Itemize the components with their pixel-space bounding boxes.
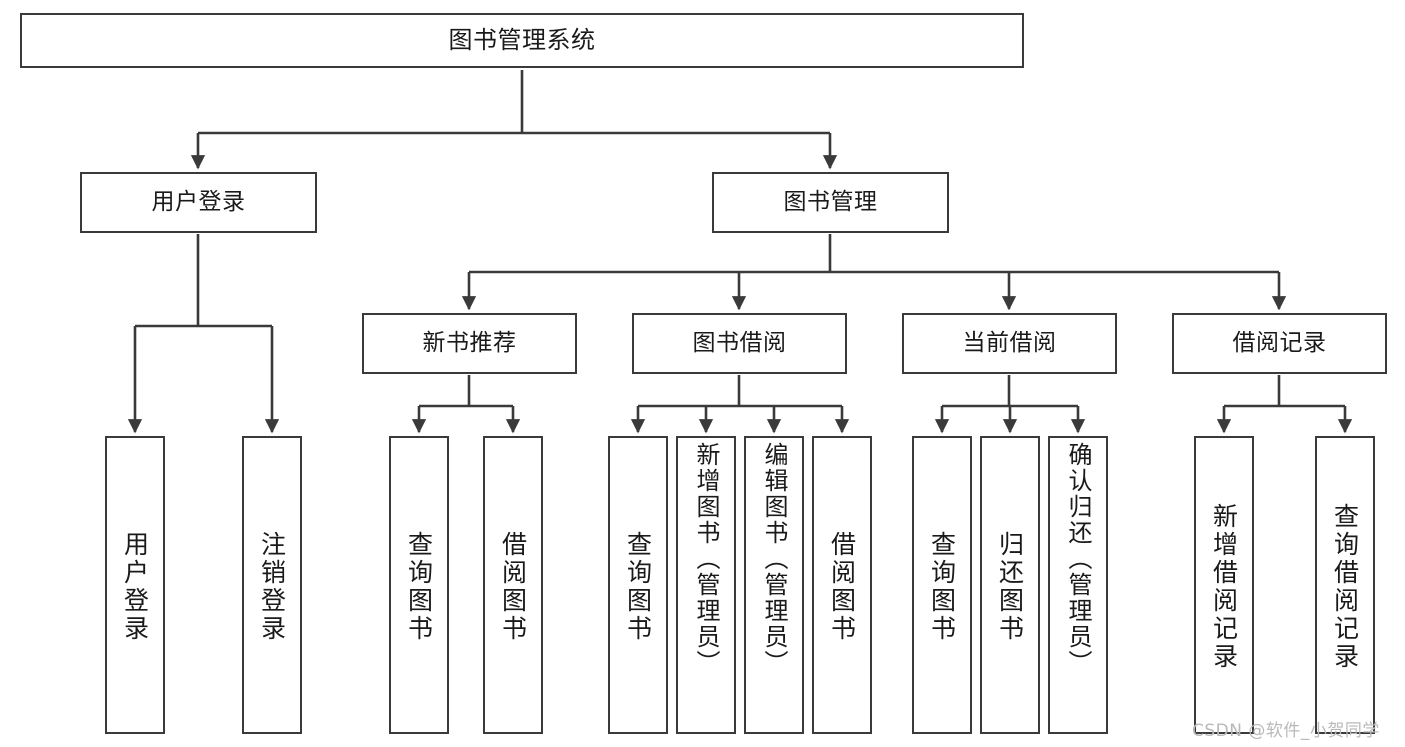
node-leaf-return-book[interactable]: 归还图书	[980, 436, 1040, 734]
node-book-manage[interactable]: 图书管理	[712, 172, 949, 233]
node-leaf-borrow-book-2[interactable]: 借阅图书	[812, 436, 872, 734]
node-borrow-record[interactable]: 借阅记录	[1172, 313, 1387, 374]
node-leaf-return-book-label: 归还图书	[995, 531, 1025, 643]
node-leaf-add-book[interactable]: 新增图书（管理员）	[676, 436, 736, 734]
node-current-borrow[interactable]: 当前借阅	[902, 313, 1117, 374]
node-leaf-logout[interactable]: 注销登录	[242, 436, 302, 734]
node-leaf-borrow-book-2-label: 借阅图书	[827, 531, 857, 643]
node-current-borrow-label: 当前借阅	[962, 330, 1057, 357]
node-leaf-add-record-label: 新增借阅记录	[1209, 503, 1239, 671]
node-leaf-user-login[interactable]: 用户登录	[105, 436, 165, 734]
node-book-manage-label: 图书管理	[783, 189, 878, 216]
node-leaf-query-record-label: 查询借阅记录	[1330, 503, 1360, 671]
node-borrow-record-label: 借阅记录	[1232, 330, 1327, 357]
node-book-borrow[interactable]: 图书借阅	[632, 313, 847, 374]
node-leaf-add-book-label: 新增图书（管理员）	[692, 442, 720, 676]
csdn-watermark: CSDN @软件_小贺同学	[1192, 721, 1380, 741]
node-root-label: 图书管理系统	[448, 25, 596, 54]
node-leaf-edit-book[interactable]: 编辑图书（管理员）	[744, 436, 804, 734]
node-book-borrow-label: 图书借阅	[692, 330, 787, 357]
node-leaf-edit-book-label: 编辑图书（管理员）	[760, 442, 788, 676]
node-leaf-query-book-2-label: 查询图书	[623, 531, 653, 643]
node-leaf-query-book-1-label: 查询图书	[404, 531, 434, 643]
node-leaf-query-record[interactable]: 查询借阅记录	[1315, 436, 1375, 734]
node-new-book-rec[interactable]: 新书推荐	[362, 313, 577, 374]
node-leaf-user-login-label: 用户登录	[120, 531, 150, 643]
node-leaf-logout-label: 注销登录	[257, 531, 287, 643]
node-leaf-confirm-return-label: 确认归还（管理员）	[1064, 442, 1092, 676]
node-root[interactable]: 图书管理系统	[20, 13, 1024, 68]
node-leaf-query-book-3-label: 查询图书	[927, 531, 957, 643]
node-leaf-query-book-1[interactable]: 查询图书	[389, 436, 449, 734]
node-leaf-borrow-book-1[interactable]: 借阅图书	[483, 436, 543, 734]
node-user-login-label: 用户登录	[151, 189, 246, 216]
node-new-book-rec-label: 新书推荐	[422, 330, 517, 357]
node-leaf-query-book-3[interactable]: 查询图书	[912, 436, 972, 734]
node-leaf-add-record[interactable]: 新增借阅记录	[1194, 436, 1254, 734]
node-leaf-confirm-return[interactable]: 确认归还（管理员）	[1048, 436, 1108, 734]
node-leaf-query-book-2[interactable]: 查询图书	[608, 436, 668, 734]
node-leaf-borrow-book-1-label: 借阅图书	[498, 531, 528, 643]
node-user-login[interactable]: 用户登录	[80, 172, 317, 233]
